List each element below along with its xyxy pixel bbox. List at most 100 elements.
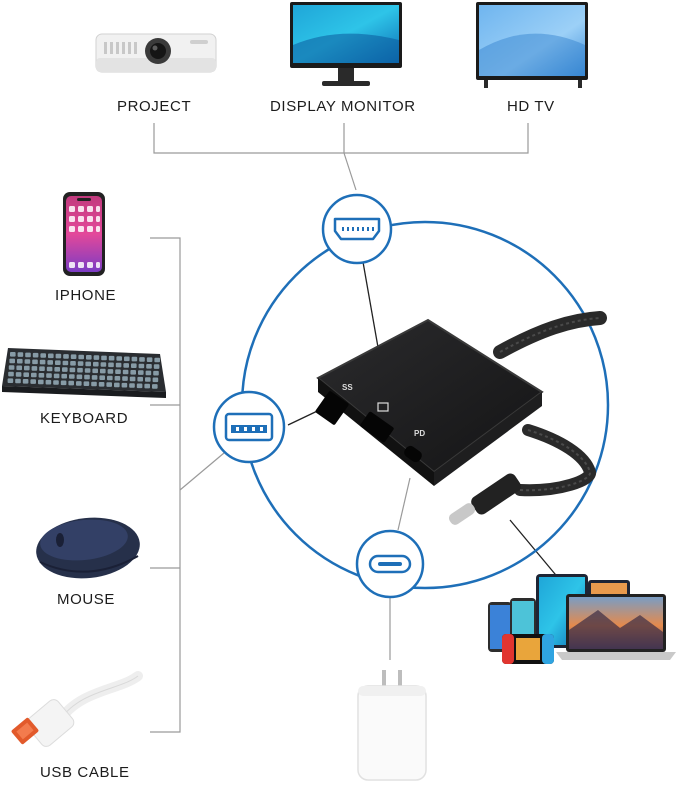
keyboard-key [93, 355, 100, 360]
label-iphone: IPHONE [55, 287, 116, 304]
keyboard-key [10, 352, 16, 357]
keyboard-key [122, 376, 128, 381]
keyboard-key [70, 354, 77, 359]
label-keyboard: KEYBOARD [40, 410, 128, 427]
keyboard-key [31, 366, 38, 371]
keyboard-key [46, 366, 53, 372]
keyboard-key [121, 382, 128, 388]
keyboard-key [86, 355, 92, 360]
keyboard-key [138, 363, 145, 369]
keyboard-key [152, 384, 158, 389]
keyboard-key [62, 367, 68, 372]
usb-c-port-icon [355, 529, 425, 599]
svg-text:PD: PD [414, 429, 425, 438]
keyboard-key [78, 354, 84, 360]
keyboard-key [100, 368, 106, 374]
monitor-icon [290, 2, 402, 86]
keyboard-key [55, 360, 61, 365]
keyboard-key [144, 383, 150, 389]
keyboard-key [76, 381, 82, 386]
svg-text:SS: SS [342, 383, 353, 392]
keyboard-key [69, 367, 76, 373]
label-hd-tv: HD TV [507, 98, 555, 115]
keyboard-key [98, 382, 105, 387]
keyboard-key [138, 370, 144, 375]
keyboard-key [8, 365, 15, 370]
keyboard-key [54, 367, 60, 372]
keyboard-key [122, 369, 129, 375]
keyboard-key [101, 355, 107, 361]
keyboard-key [93, 361, 99, 367]
keyboard-key [146, 364, 152, 369]
projector-icon [95, 33, 217, 73]
keyboard-key [137, 376, 143, 382]
label-mouse: MOUSE [57, 591, 115, 608]
keyboard-key [114, 382, 120, 388]
keyboard-key [32, 352, 39, 358]
hdmi-port-icon [321, 193, 393, 265]
connector-lines [150, 123, 529, 733]
keyboard-key [39, 366, 45, 371]
keyboard-key [146, 357, 153, 362]
keyboard-key [152, 377, 159, 383]
keyboard-key [53, 380, 59, 385]
keyboard-key [62, 360, 69, 366]
keyboard-key [17, 358, 23, 364]
keyboard-key [46, 373, 52, 378]
keyboard-key [83, 381, 90, 386]
keyboard-key [17, 352, 24, 357]
keyboard-key [23, 372, 29, 377]
usb-c-hub-adapter: SS PD [315, 311, 607, 525]
label-usb-cable: USB CABLE [40, 764, 130, 781]
keyboard-key [24, 359, 31, 364]
keyboard-key [68, 380, 74, 386]
keyboard-key [131, 356, 138, 362]
keyboard-key [114, 376, 121, 381]
keyboard-key [30, 379, 36, 384]
keyboard-key [153, 370, 159, 376]
keyboard-key [39, 359, 46, 365]
keyboard-key [136, 383, 143, 389]
keyboard-key [9, 358, 15, 364]
keyboard-key [47, 360, 53, 365]
keyboard-key [31, 372, 37, 378]
usb-cable-icon [11, 671, 143, 747]
mouse-icon [36, 517, 140, 579]
keyboard-key [60, 380, 67, 386]
keyboard-key [84, 368, 91, 373]
keyboard-key [115, 369, 121, 374]
usb-a-port-icon [212, 390, 286, 464]
keyboard-key [8, 371, 14, 377]
label-project: PROJECT [117, 98, 191, 115]
keyboard-key [15, 378, 21, 384]
keyboard-key [92, 368, 98, 374]
keyboard-key [76, 374, 83, 380]
keyboard-key [63, 354, 69, 359]
keyboard-key [115, 362, 122, 368]
label-display-monitor: DISPLAY MONITOR [270, 98, 416, 115]
input-device-labels: IPHONE KEYBOARD MOUSE USB CABLE [40, 287, 130, 781]
tv-icon [476, 2, 588, 88]
keyboard-key [153, 364, 160, 369]
keyboard-key [38, 379, 44, 385]
output-device-labels: PROJECT DISPLAY MONITOR HD TV [117, 98, 555, 115]
keyboard-key [16, 365, 22, 371]
keyboard-key [107, 369, 114, 374]
keyboard-key [106, 382, 112, 387]
keyboard-key [130, 370, 136, 375]
keyboard-key [40, 353, 46, 358]
keyboard-key [55, 353, 62, 359]
keyboard-key [129, 376, 136, 382]
keyboard-key [154, 357, 160, 363]
keyboard-key [124, 356, 130, 362]
laptop-tablet-phone-icon [488, 574, 676, 664]
keyboard-key [77, 367, 83, 373]
keyboard-key [131, 363, 137, 368]
keyboard-key [22, 379, 29, 384]
keyboard-key [100, 362, 107, 367]
keyboard-key [145, 370, 152, 376]
keyboard-key [25, 352, 31, 358]
keyboard-key [129, 383, 135, 388]
keyboard-key [139, 357, 145, 362]
